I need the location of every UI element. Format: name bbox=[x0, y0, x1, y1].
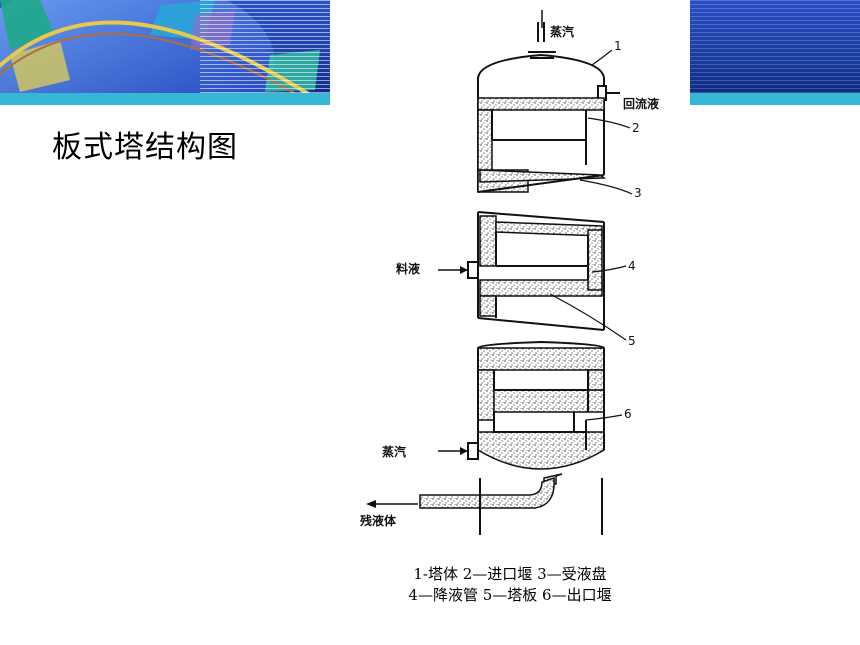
callout-4: 4 bbox=[628, 259, 636, 273]
banner-lines bbox=[200, 0, 330, 105]
label-residue: 残液体 bbox=[360, 513, 397, 528]
label-feed: 料液 bbox=[396, 261, 420, 276]
label-steam-out: 蒸汽 bbox=[550, 24, 574, 39]
label-reflux: 回流液 bbox=[623, 96, 659, 111]
banner-lines bbox=[690, 0, 860, 93]
callout-2: 2 bbox=[632, 121, 640, 135]
callout-3: 3 bbox=[634, 186, 642, 200]
callout-1: 1 bbox=[614, 39, 622, 53]
plate-tower-diagram: 蒸汽 回流液 料液 蒸汽 残液体 1 2 3 4 5 6 bbox=[360, 10, 659, 535]
banner-stripe bbox=[0, 93, 330, 105]
callout-6: 6 bbox=[624, 407, 632, 421]
slide-title: 板式塔结构图 bbox=[52, 130, 238, 165]
caption-line-2: 4—降液管 5—塔板 6—出口堰 bbox=[408, 586, 612, 604]
callout-5: 5 bbox=[628, 334, 636, 348]
banner-stripe bbox=[690, 93, 860, 105]
figure-caption: 1-塔体 2—进口堰 3—受液盘 4—降液管 5—塔板 6—出口堰 bbox=[330, 564, 690, 606]
label-steam-in: 蒸汽 bbox=[382, 444, 406, 459]
header-banner-left bbox=[0, 0, 330, 105]
header-banner-right bbox=[690, 0, 860, 105]
caption-line-1: 1-塔体 2—进口堰 3—受液盘 bbox=[413, 565, 607, 583]
plate-tower-figure: 蒸汽 回流液 料液 蒸汽 残液体 1 2 3 4 5 6 bbox=[330, 0, 690, 645]
